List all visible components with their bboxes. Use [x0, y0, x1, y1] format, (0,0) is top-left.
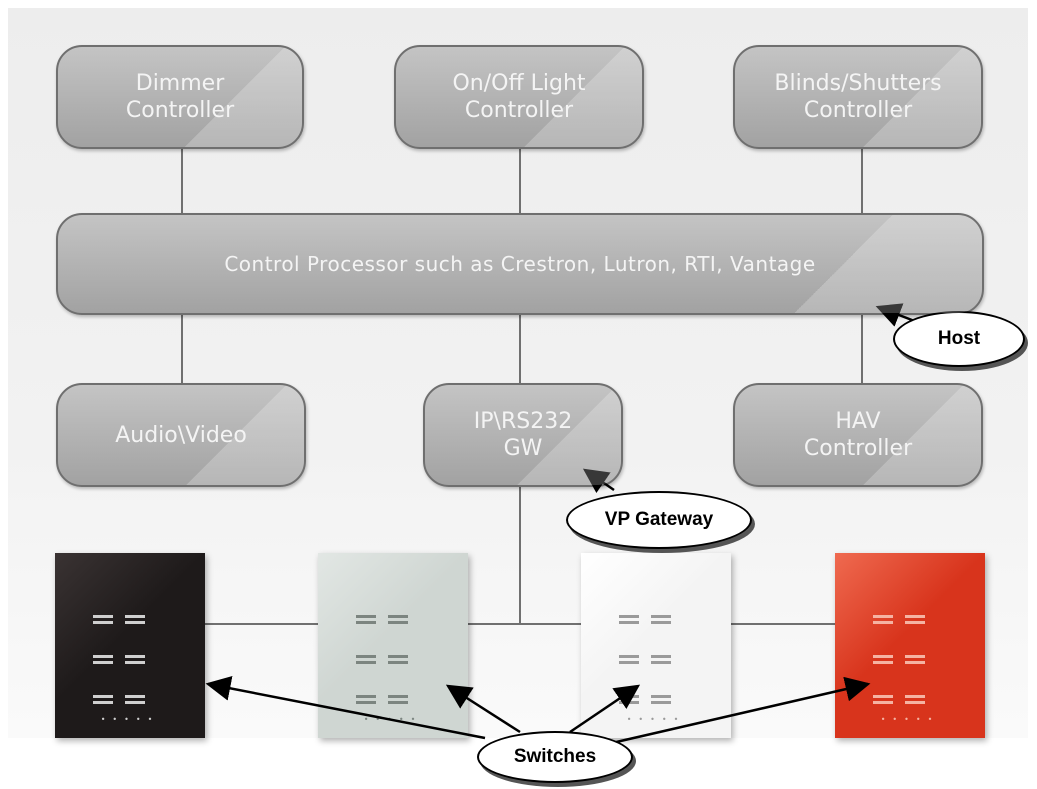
switch-key: [388, 701, 408, 704]
switch-key: [125, 701, 145, 704]
vp-gateway-callout-label: VP Gateway: [604, 509, 714, 530]
switch-key: [651, 615, 671, 618]
control-processor-label: Control Processor such as Crestron, Lutr…: [224, 251, 816, 276]
switch-key: [905, 615, 925, 618]
switch-key: [125, 655, 145, 658]
switch-key: [93, 661, 113, 664]
onoff-light-controller: On/Off Light Controller: [394, 45, 644, 149]
vp-gateway-arrow: [582, 468, 615, 494]
switch-key: [905, 661, 925, 664]
switch-key: [93, 621, 113, 624]
switch-key: [651, 695, 671, 698]
switch-key: [356, 615, 376, 618]
switch-key: [619, 661, 639, 664]
vp-gateway-callout: VP Gateway: [566, 491, 752, 549]
switches-callout: Switches: [477, 731, 633, 783]
switches-arrow-silver: [445, 684, 521, 734]
switch-indicator-dots: •••••: [880, 715, 940, 724]
audio-video: Audio\Video: [56, 383, 306, 487]
switch-panel-black: •••••: [55, 553, 205, 738]
gloss-highlight: [845, 47, 981, 147]
switch-key: [388, 615, 408, 618]
switch-key: [873, 701, 893, 704]
gloss-highlight: [704, 215, 982, 313]
switch-key: [93, 655, 113, 658]
switch-key: [125, 621, 145, 624]
host-callout-label: Host: [937, 328, 981, 349]
connector-dimmer-processor: [181, 148, 183, 225]
gloss-highlight: [513, 385, 621, 485]
switch-key: [125, 695, 145, 698]
hav-controller-label: HAV Controller: [803, 409, 913, 461]
gloss-highlight: [845, 385, 981, 485]
dimmer-controller-label: Dimmer Controller: [125, 71, 235, 123]
blinds-shutters-controller-label: Blinds/Shutters Controller: [774, 71, 942, 123]
blinds-shutters-controller: Blinds/Shutters Controller: [733, 45, 983, 149]
switches-arrow-black: [205, 676, 486, 740]
switch-key: [651, 701, 671, 704]
switch-key: [388, 661, 408, 664]
switch-key: [905, 655, 925, 658]
dimmer-controller: Dimmer Controller: [56, 45, 304, 149]
switch-key: [619, 655, 639, 658]
connector-processor-audio: [181, 313, 183, 391]
audio-video-label: Audio\Video: [115, 422, 247, 448]
switch-key: [356, 661, 376, 664]
switches-callout-label: Switches: [513, 746, 597, 767]
switch-key: [651, 661, 671, 664]
switch-key: [873, 621, 893, 624]
switch-key: [356, 655, 376, 658]
switch-panel-red: •••••: [835, 553, 985, 738]
switch-key: [651, 621, 671, 624]
connector-processor-hav: [861, 313, 863, 391]
gloss-highlight: [506, 47, 642, 147]
switch-key: [873, 655, 893, 658]
switch-key: [356, 695, 376, 698]
switch-key: [356, 621, 376, 624]
switch-key: [619, 621, 639, 624]
switch-key: [356, 701, 376, 704]
switch-bus-line: [198, 623, 858, 625]
connector-processor-gw: [519, 313, 521, 391]
switch-key: [388, 655, 408, 658]
switch-key: [93, 701, 113, 704]
switch-key: [905, 695, 925, 698]
ip-rs232-gateway-label: IP\RS232 GW: [473, 409, 573, 461]
switches-arrow-white: [569, 684, 641, 734]
switch-key: [619, 615, 639, 618]
switch-key: [93, 615, 113, 618]
switches-arrow-red: [611, 676, 871, 745]
switch-indicator-dots: •••••: [626, 715, 686, 724]
connector-blinds-processor: [861, 148, 863, 225]
switch-key: [93, 695, 113, 698]
switch-key: [905, 621, 925, 624]
switch-key: [388, 695, 408, 698]
host-callout: Host: [893, 311, 1025, 367]
connector-onoff-processor: [519, 148, 521, 225]
onoff-light-controller-label: On/Off Light Controller: [452, 71, 586, 123]
switch-key: [905, 701, 925, 704]
diagram-canvas: Dimmer Controller On/Off Light Controlle…: [8, 8, 1028, 738]
connector-gw-bus: [519, 480, 521, 624]
switch-key: [125, 661, 145, 664]
switch-key: [873, 661, 893, 664]
switch-indicator-dots: •••••: [100, 715, 160, 724]
hav-controller: HAV Controller: [733, 383, 983, 487]
control-processor: Control Processor such as Crestron, Lutr…: [56, 213, 984, 315]
gloss-highlight: [167, 47, 302, 147]
switch-key: [125, 615, 145, 618]
switch-key: [873, 615, 893, 618]
gloss-highlight: [168, 385, 304, 485]
switch-key: [388, 621, 408, 624]
switch-key: [873, 695, 893, 698]
switch-panel-silver: •••••: [318, 553, 468, 738]
switch-key: [651, 655, 671, 658]
